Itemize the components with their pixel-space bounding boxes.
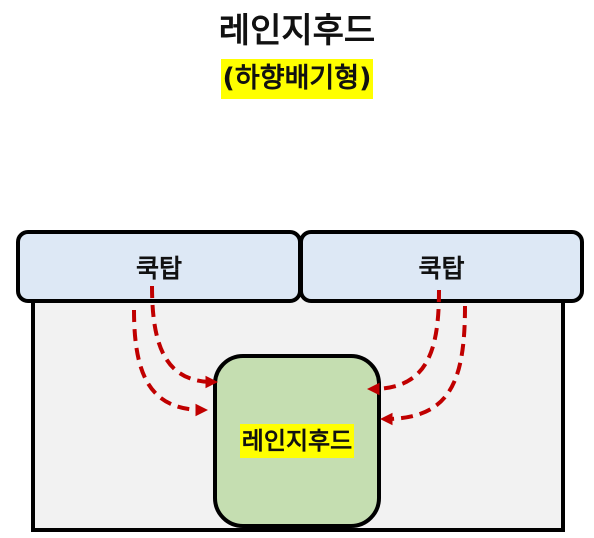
cooktop-left: 쿡탑: [16, 230, 302, 303]
airflow-arrow-right-outer: [379, 305, 467, 426]
diagram-subtitle: (하향배기형): [220, 59, 374, 99]
airflow-arrow-left-outer: [132, 309, 209, 417]
cooktop-right-label: 쿡탑: [418, 253, 465, 283]
diagram-title: 레인지후드: [218, 11, 376, 51]
range-hood-label: 레인지후드: [239, 424, 355, 458]
cooktop-left-label: 쿡탑: [135, 253, 182, 283]
range-hood-box: 레인지후드: [213, 354, 381, 528]
subtitle-container: (하향배기형): [0, 59, 594, 99]
cooktop-right: 쿡탑: [299, 230, 584, 303]
airflow-arrow-right-inner: [366, 289, 441, 396]
airflow-arrow-left-inner: [150, 285, 219, 389]
